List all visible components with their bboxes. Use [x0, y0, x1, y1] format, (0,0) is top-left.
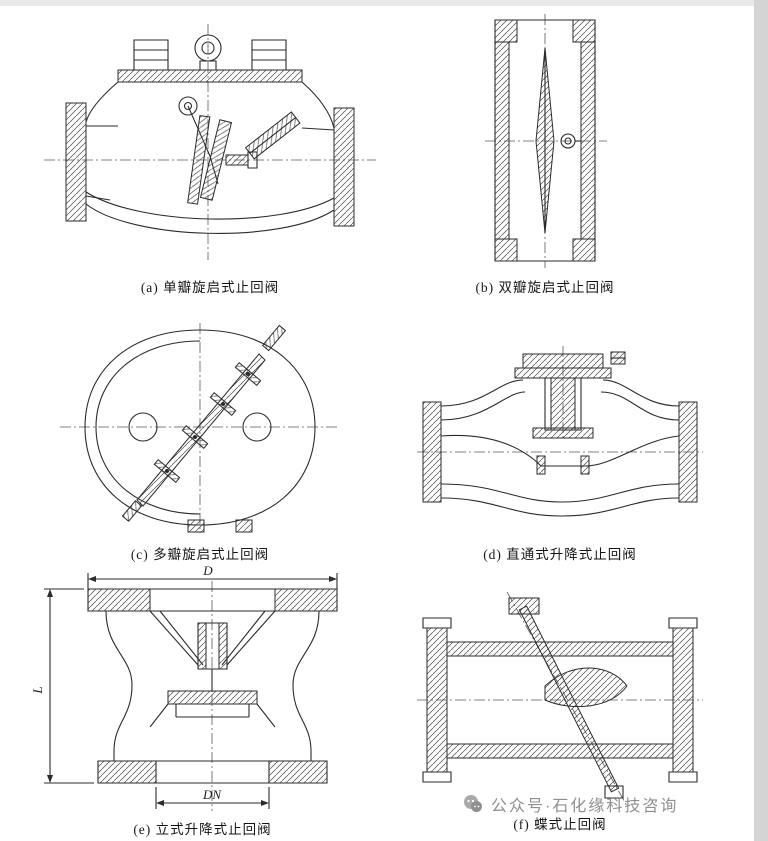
single-disc-swing-check-valve-drawing — [40, 8, 380, 273]
caption-b: (b) 双瓣旋启式止回阀 — [475, 280, 615, 295]
watermark: 公众号·石化缘科技咨询 — [462, 792, 678, 816]
caption-e: (e) 立式升降式止回阀 — [133, 822, 272, 837]
straight-through-lift-check-valve-drawing — [415, 340, 705, 540]
butterfly-check-valve-drawing — [415, 590, 705, 810]
figure-f: (f) 蝶式止回阀 — [415, 590, 705, 833]
multi-disc-swing-check-valve-drawing — [40, 315, 360, 540]
figure-b: (b) 双瓣旋启式止回阀 — [435, 8, 655, 296]
caption-f: (f) 蝶式止回阀 — [513, 817, 607, 832]
dimension-l-label: L — [30, 686, 45, 694]
double-disc-swing-check-valve-drawing — [435, 8, 655, 273]
vertical-lift-check-valve-drawing: D — [30, 565, 375, 815]
figure-e: D — [30, 565, 375, 838]
wechat-icon — [464, 795, 482, 812]
dimension-d-label: D — [202, 565, 213, 578]
caption-a: (a) 单瓣旋启式止回阀 — [140, 280, 280, 295]
figure-c: (c) 多瓣旋启式止回阀 — [40, 315, 360, 563]
page-edge-top — [0, 0, 754, 6]
dimension-dn-label: DN — [202, 787, 222, 802]
caption-c: (c) 多瓣旋启式止回阀 — [130, 547, 270, 562]
figure-a: (a) 单瓣旋启式止回阀 — [40, 8, 380, 296]
caption-d: (d) 直通式升降式止回阀 — [483, 547, 637, 562]
page-edge-right — [754, 0, 768, 841]
watermark-text: 公众号·石化缘科技咨询 — [491, 798, 679, 815]
figure-d: (d) 直通式升降式止回阀 — [415, 340, 705, 563]
